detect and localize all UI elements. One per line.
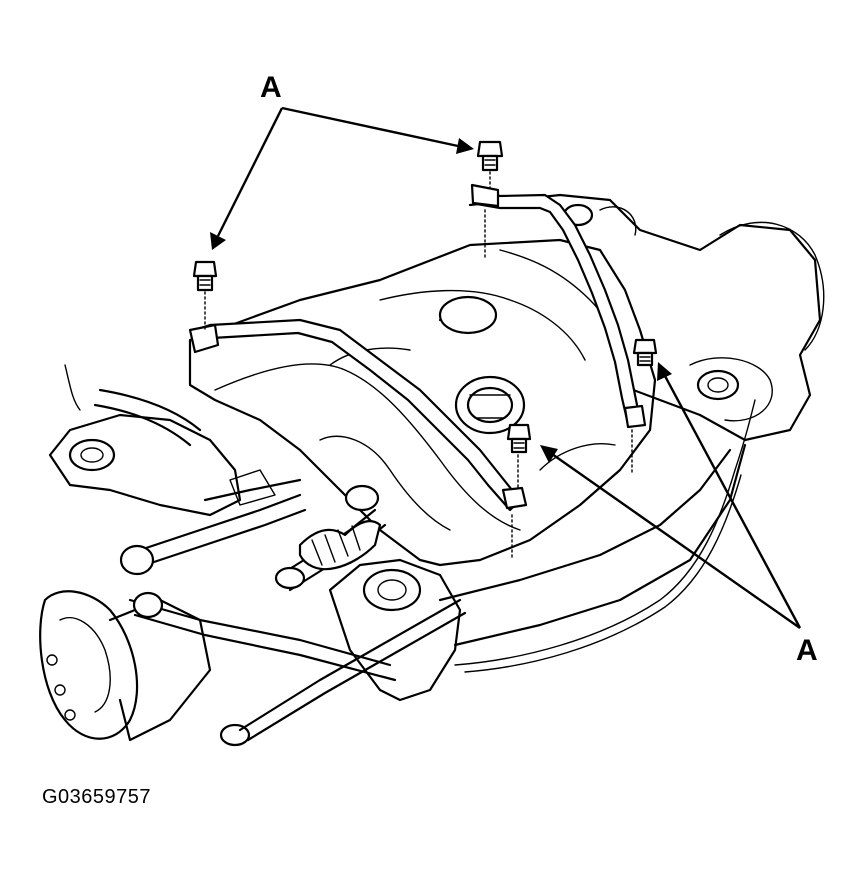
callout-arrows-top bbox=[210, 106, 474, 250]
suspension-links bbox=[119, 469, 467, 747]
tank-strap-left bbox=[188, 318, 528, 512]
callout-arrows-right bbox=[540, 362, 802, 629]
brake-pipe bbox=[454, 399, 756, 673]
figure-id: G03659757 bbox=[42, 786, 152, 808]
bolt-top-right bbox=[476, 140, 504, 259]
fuel-tank bbox=[188, 238, 657, 567]
bolt-lower-right bbox=[631, 338, 658, 476]
crossmember-front bbox=[328, 443, 747, 702]
drive-shaft bbox=[274, 484, 387, 592]
bolt-lower-middle bbox=[506, 423, 532, 561]
callout-label-top: A bbox=[260, 71, 282, 104]
callout-label-right: A bbox=[796, 634, 818, 667]
wheel-hub-left bbox=[39, 590, 212, 742]
tank-strap-right bbox=[470, 183, 647, 429]
bolt-top-left bbox=[192, 260, 218, 331]
subframe-left bbox=[48, 364, 242, 517]
